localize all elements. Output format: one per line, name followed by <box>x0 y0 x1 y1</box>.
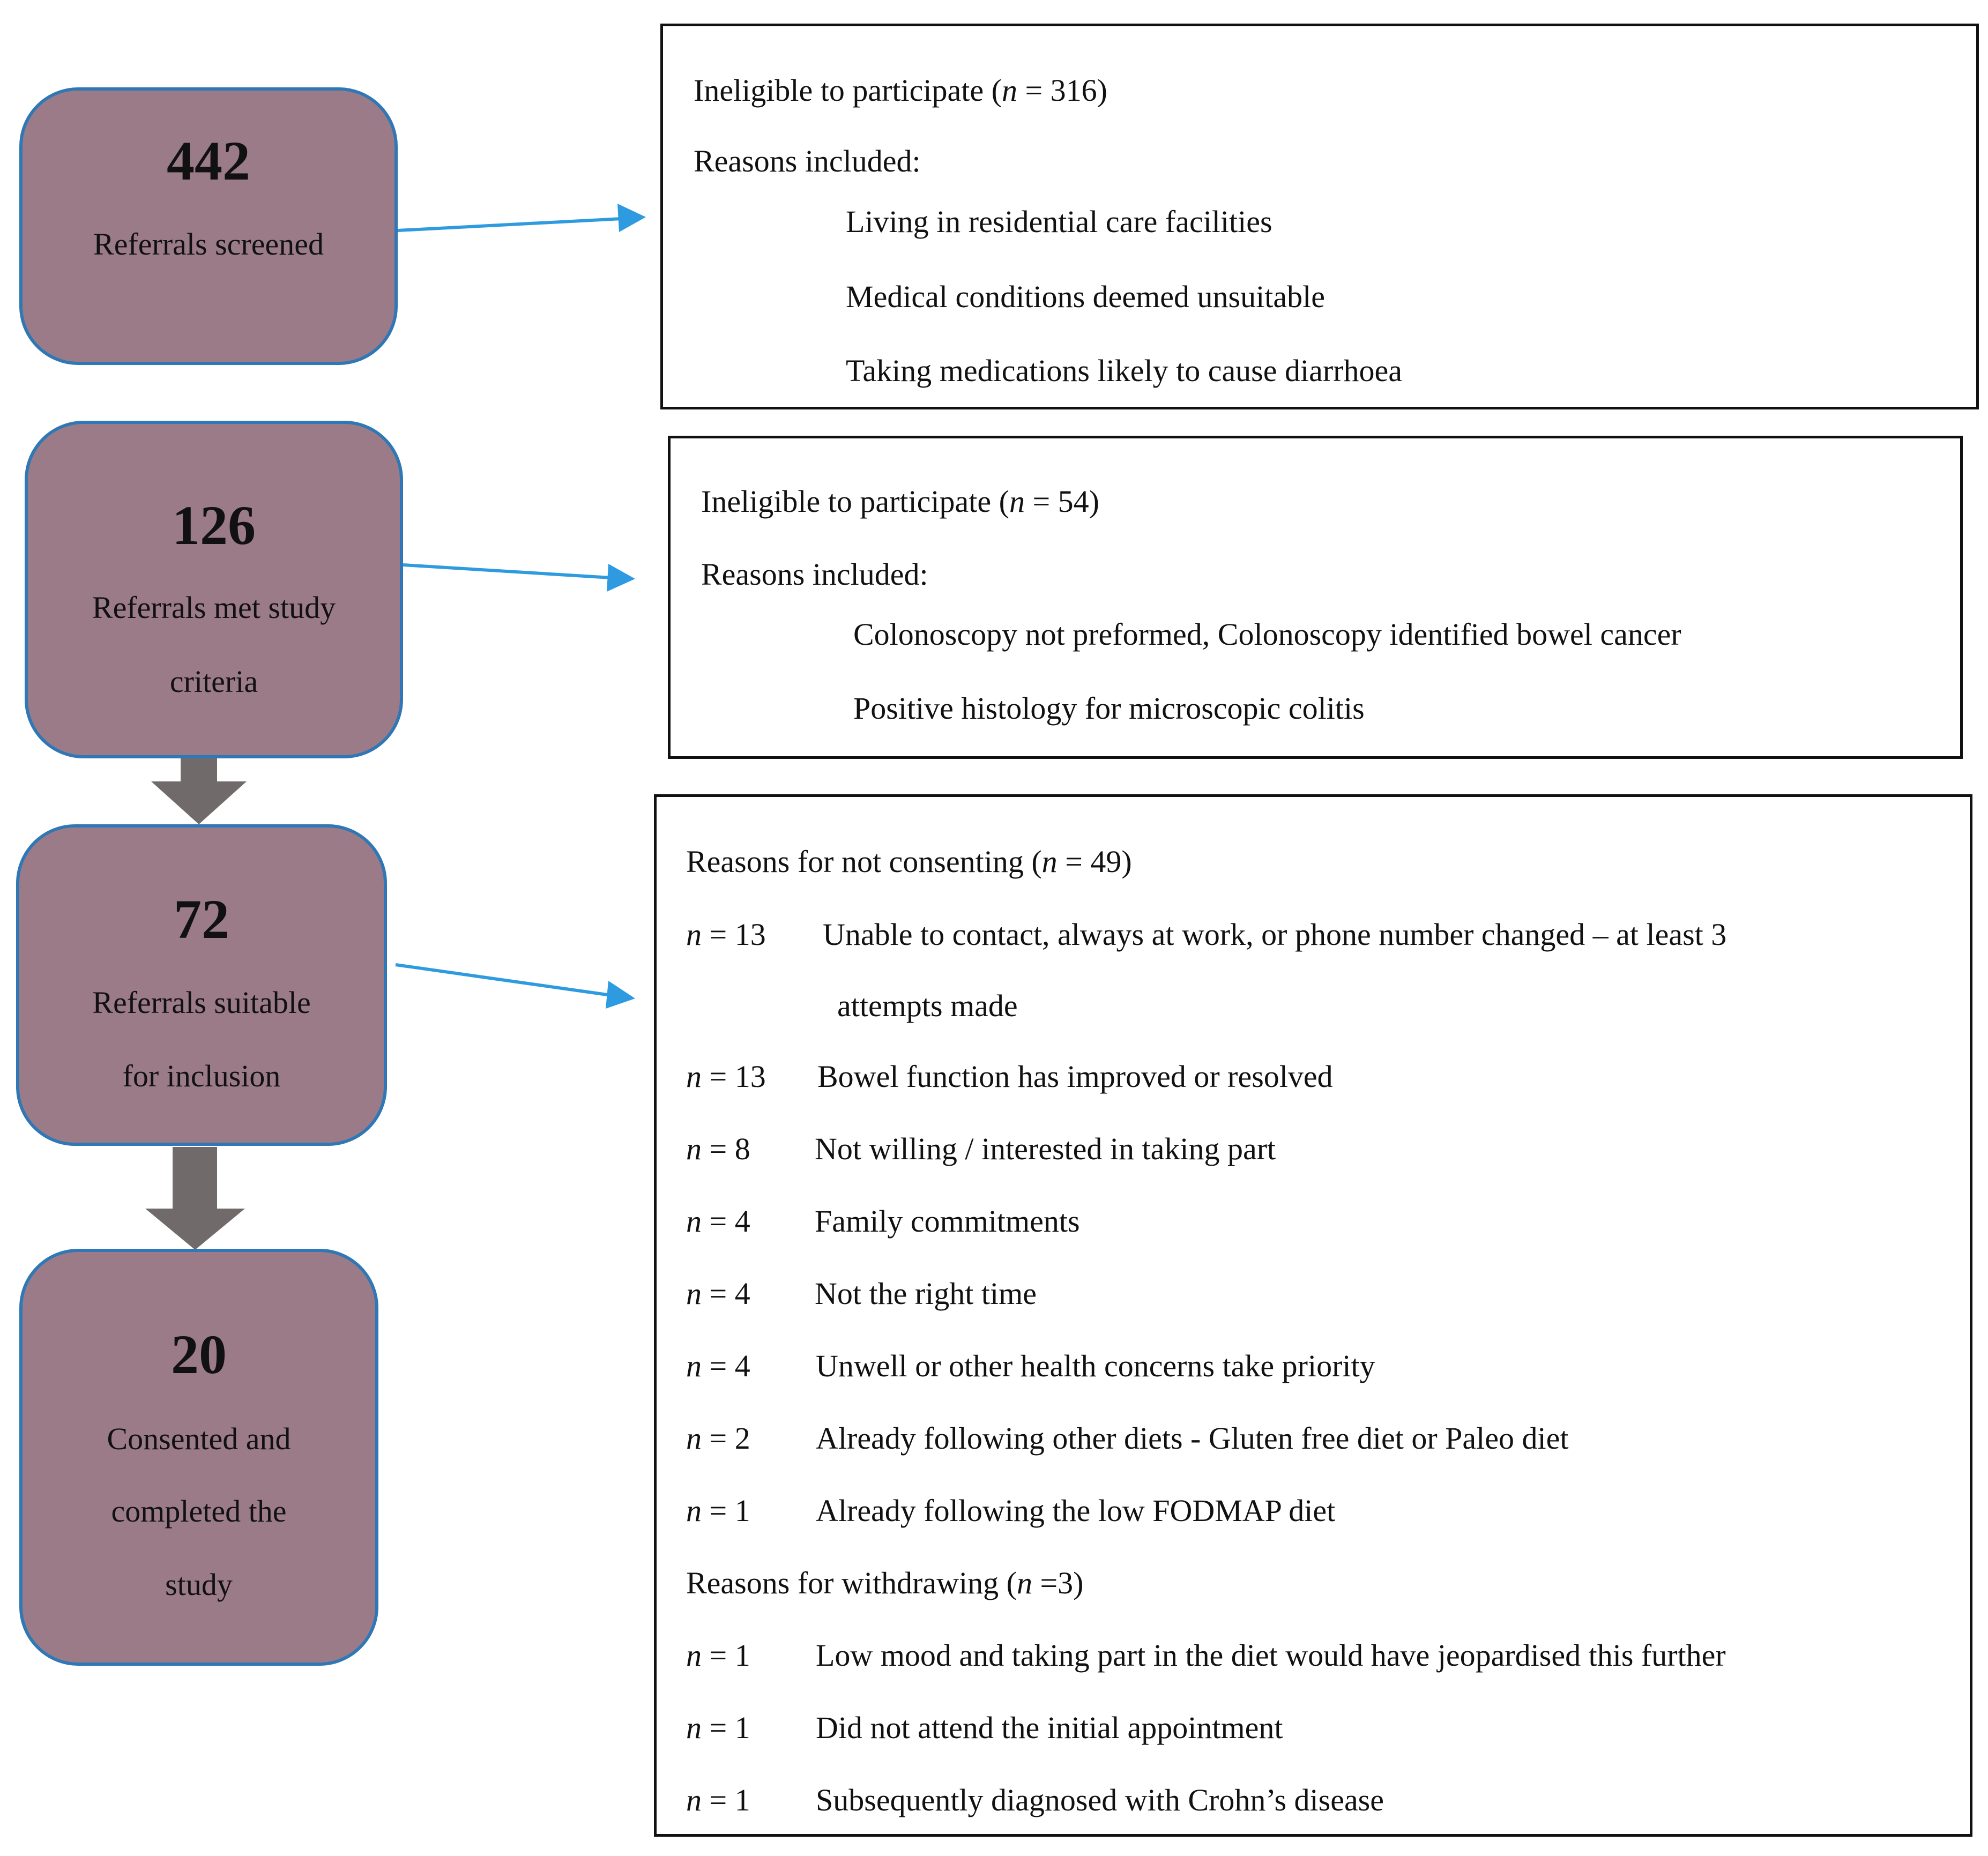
reason-box-ineligible-54 <box>668 436 1963 759</box>
reason-heading: Ineligible to participate (n = 54) <box>701 484 1099 519</box>
flow-label-line: completed the <box>111 1494 287 1529</box>
reason-item: Positive histology for microscopic colit… <box>853 691 1365 726</box>
count-label: n = 4 <box>686 1276 750 1311</box>
count-label: n = 4 <box>686 1204 750 1239</box>
reason-box-ineligible-316 <box>660 24 1979 409</box>
flow-label-line: Referrals suitable <box>92 985 311 1020</box>
flow-count: 20 <box>171 1324 227 1385</box>
reason-item: Colonoscopy not preformed, Colonoscopy i… <box>853 617 1681 652</box>
count-label: n = 2 <box>686 1421 750 1456</box>
reason-item: Living in residential care facilities <box>846 204 1272 239</box>
count-label: n = 1 <box>686 1710 750 1745</box>
count-label: n = 13 <box>686 1059 766 1094</box>
reason-item: Taking medications likely to cause diarr… <box>846 353 1402 388</box>
reasons-label: Reasons included: <box>701 557 928 592</box>
reason-item: Not willing / interested in taking part <box>815 1131 1276 1166</box>
flow-count: 72 <box>174 889 229 950</box>
flow-box-consented-completed: 20 Consented and completed the study <box>19 1249 378 1666</box>
flow-box-met-criteria: 126 Referrals met study criteria <box>25 421 403 758</box>
reason-box-not-consenting-withdrawing <box>654 794 1972 1837</box>
count-label: n = 8 <box>686 1131 750 1166</box>
side-arrow-442 <box>397 204 646 232</box>
reason-item: Already following the low FODMAP diet <box>816 1493 1336 1528</box>
down-arrow-126-to-72 <box>151 758 247 824</box>
flow-label-line: for inclusion <box>122 1059 281 1093</box>
count-label: n = 13 <box>686 917 766 952</box>
count-label: n = 1 <box>686 1783 750 1817</box>
withdraw-item: Did not attend the initial appointment <box>816 1710 1283 1745</box>
flow-label-line: Referrals screened <box>93 227 324 262</box>
withdraw-heading: Reasons for withdrawing (n =3) <box>686 1566 1084 1600</box>
flow-label-line: study <box>165 1567 233 1602</box>
flow-box-suitable-for-inclusion: 72 Referrals suitable for inclusion <box>16 824 387 1146</box>
reasons-label: Reasons included: <box>694 144 921 178</box>
flow-label-line: criteria <box>169 664 258 699</box>
reason-item: Bowel function has improved or resolved <box>817 1059 1333 1094</box>
reason-item: Unable to contact, always at work, or ph… <box>823 917 1727 952</box>
reason-item: Not the right time <box>815 1276 1037 1311</box>
down-arrow-72-to-20 <box>145 1147 245 1250</box>
flow-label-line: Referrals met study <box>92 590 336 625</box>
reason-item: Already following other diets - Gluten f… <box>816 1421 1569 1456</box>
reason-item-continuation: attempts made <box>837 988 1018 1023</box>
flow-label-line: Consented and <box>107 1421 291 1456</box>
reason-heading: Reasons for not consenting (n = 49) <box>686 844 1132 879</box>
count-label: n = 1 <box>686 1493 750 1528</box>
flow-box-referrals-screened: 442 Referrals screened <box>19 87 398 365</box>
flow-count: 442 <box>167 130 250 192</box>
reason-heading: Ineligible to participate (n = 316) <box>694 73 1107 108</box>
side-arrow-126 <box>403 563 635 592</box>
count-label: n = 1 <box>686 1638 750 1673</box>
flow-count: 126 <box>172 495 256 556</box>
side-arrow-72 <box>395 963 635 1009</box>
withdraw-item: Low mood and taking part in the diet wou… <box>816 1638 1726 1673</box>
reason-item: Family commitments <box>815 1204 1080 1239</box>
reason-item: Medical conditions deemed unsuitable <box>846 279 1325 314</box>
count-label: n = 4 <box>686 1348 750 1383</box>
reason-item: Unwell or other health concerns take pri… <box>816 1348 1375 1383</box>
withdraw-item: Subsequently diagnosed with Crohn’s dise… <box>816 1783 1384 1817</box>
